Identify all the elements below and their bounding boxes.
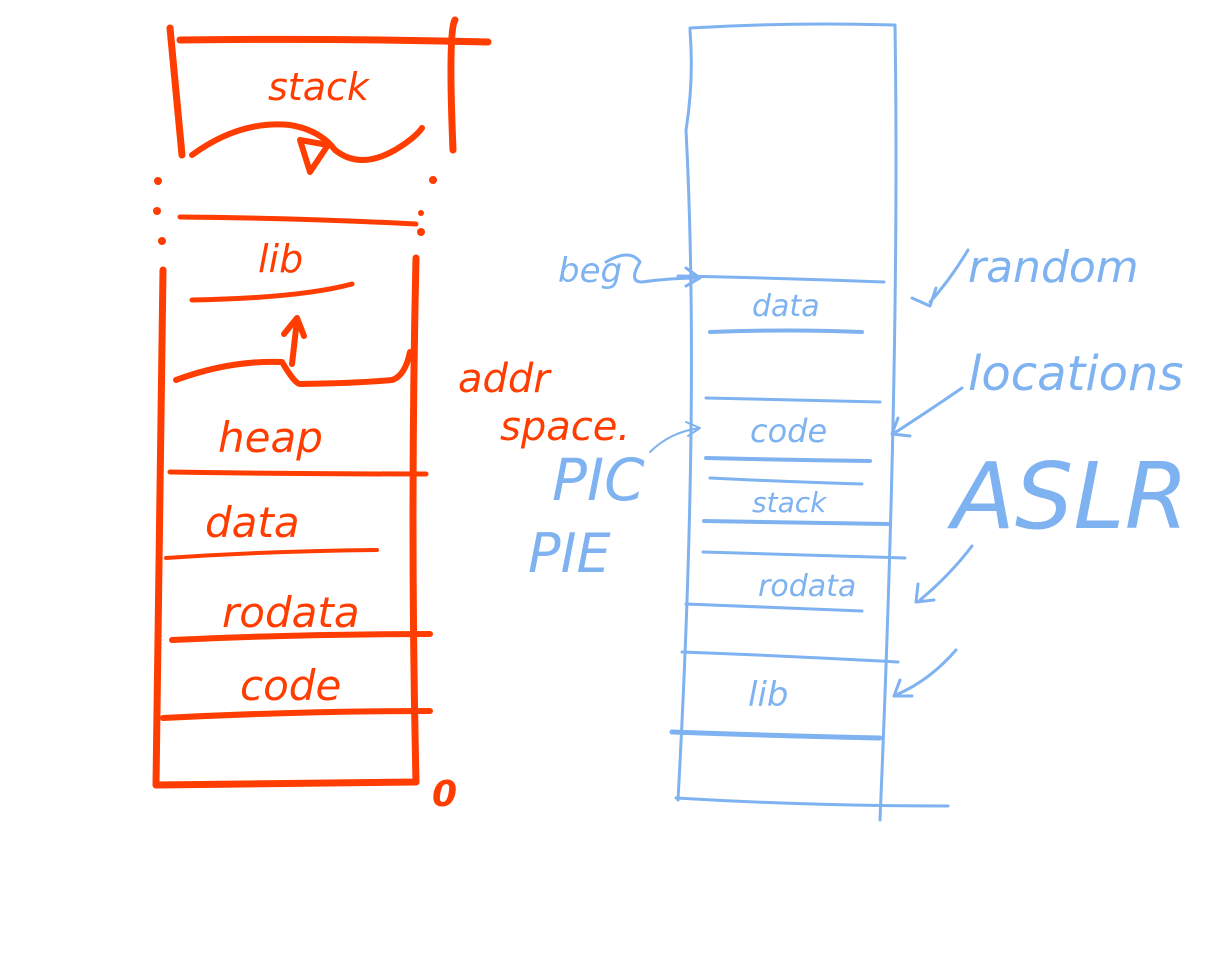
right-segment-line <box>684 602 864 613</box>
right-segment-label-code: code <box>750 412 827 450</box>
right-segment-line <box>680 650 900 664</box>
stack-growth-arrow <box>297 137 331 175</box>
locations-arrow <box>890 386 964 438</box>
address-zero-label: 0 <box>432 774 457 815</box>
right-segment-line <box>704 396 882 404</box>
heap-bottom-line <box>167 469 429 477</box>
rodata-bottom-line <box>169 631 433 643</box>
right-segment-label-rodata: rodata <box>758 569 856 604</box>
segment-label-data: data <box>205 498 300 547</box>
address-space-label-line2: space. <box>500 404 630 450</box>
aslr-arrow <box>914 544 974 604</box>
right-segment-line <box>704 456 872 463</box>
code-bottom-line <box>160 708 433 721</box>
segment-label-code: code <box>240 661 341 710</box>
right-box-bottom-edge <box>674 796 950 808</box>
stack-growth-wave <box>189 121 425 163</box>
segment-label-lib: lib <box>258 237 303 281</box>
random-label: random <box>968 242 1139 293</box>
segment-label-rodata: rodata <box>222 588 360 637</box>
left-address-space-diagram: stack lib heap data rodata code addr spa… <box>152 16 630 815</box>
right-segment-label-lib: lib <box>748 675 788 715</box>
gap-dot <box>429 176 437 184</box>
right-segment-label-stack: stack <box>752 486 828 519</box>
heap-growth-wave <box>173 349 413 387</box>
heap-growth-arrow <box>281 315 307 367</box>
beg-arrow <box>604 253 702 288</box>
right-address-space-diagram: data code stack rodata lib beg PIC PIE r… <box>528 22 1189 822</box>
left-main-box-outline <box>152 254 420 789</box>
lib-top-line <box>177 214 419 227</box>
right-box-right-edge <box>688 22 898 822</box>
gap-dot <box>154 177 162 185</box>
pie-label: PIE <box>528 522 611 585</box>
lib-bottom-line <box>189 281 355 303</box>
right-segment-line <box>708 328 864 334</box>
data-bottom-line <box>164 548 379 560</box>
gap-dot <box>158 237 166 245</box>
lib-arrow <box>892 648 958 698</box>
random-arrow <box>910 248 970 308</box>
left-stack-box-outline <box>166 16 492 159</box>
locations-label: locations <box>968 346 1183 402</box>
gap-dot <box>153 207 161 215</box>
right-segment-line <box>708 476 864 486</box>
aslr-label: ASLR <box>947 443 1189 550</box>
right-box-left-edge <box>676 28 693 802</box>
right-segment-line <box>701 550 907 560</box>
pic-label: PIC <box>552 446 645 514</box>
address-space-label-line1: addr <box>458 356 552 402</box>
right-segment-line <box>676 274 886 284</box>
segment-label-heap: heap <box>218 413 323 462</box>
gap-dot <box>418 210 424 216</box>
pic-arrow <box>649 421 701 453</box>
right-segment-label-data: data <box>752 289 820 324</box>
segment-label-stack: stack <box>268 65 371 109</box>
right-segment-line <box>702 519 890 526</box>
gap-dot <box>417 228 425 236</box>
right-segment-line <box>669 729 883 741</box>
